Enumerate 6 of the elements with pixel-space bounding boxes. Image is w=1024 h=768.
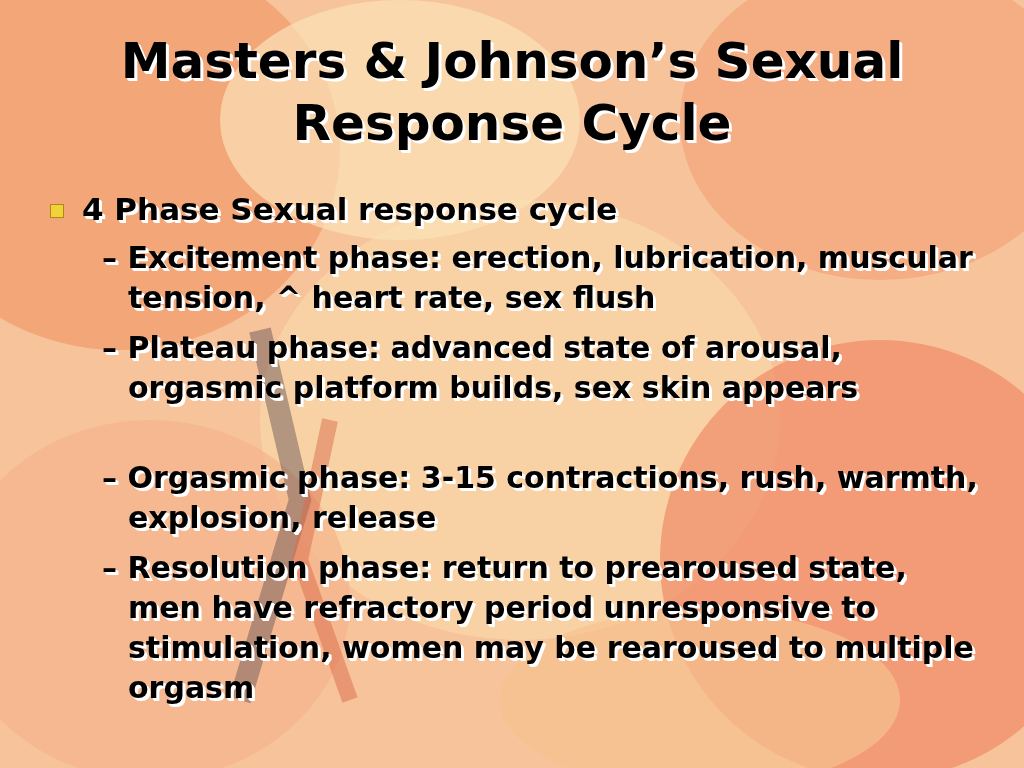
- sub-bullet-text: – Plateau phase: advanced state of arousal, orgasmic platform builds, sex skin appears: [102, 329, 860, 407]
- sub-bullet-text: – Orgasmic phase: 3-15 contractions, rush, warmth, explosion, release: [102, 459, 979, 537]
- sub-bullet-text: – Excitement phase: erection, lubrication, muscular tension, ^ heart rate, sex flush: [102, 239, 974, 317]
- slide-title: Masters & Johnson’s Sexual Response Cycle: [119, 31, 905, 154]
- bullet-text: 4 Phase Sexual response cycle: [82, 190, 618, 228]
- sub-bullet-text: – Resolution phase: return to prearoused state, men have refractory period unresponsive to stimulation, women may be rearoused to multiple orgasm: [102, 549, 975, 707]
